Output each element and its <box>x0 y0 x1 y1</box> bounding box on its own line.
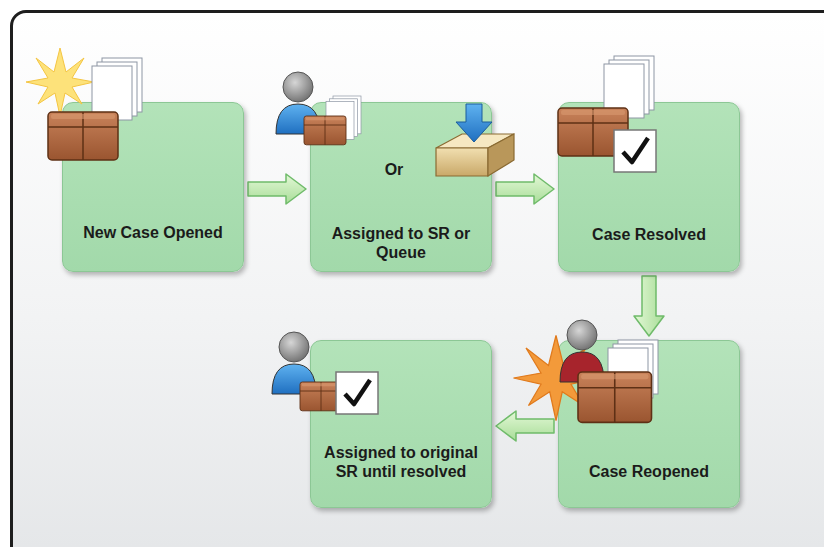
document-stack-icon <box>92 58 142 120</box>
flow-arrow <box>248 174 306 204</box>
box-label: Case Resolved <box>559 225 739 244</box>
package-icon <box>304 116 346 145</box>
checkmark-icon <box>336 372 378 414</box>
box-label: Case Reopened <box>559 462 739 481</box>
package-icon <box>578 372 652 422</box>
flow-arrow <box>496 411 554 441</box>
box-label: Assigned to SR or Queue <box>311 224 491 262</box>
box-label: Assigned to original SR until resolved <box>311 443 491 481</box>
flow-arrow <box>634 276 664 336</box>
starburst-icon <box>26 48 94 116</box>
process-box: Assigned to original SR until resolved <box>310 340 492 508</box>
choice-label: Or <box>311 160 477 179</box>
flow-arrow <box>496 174 554 204</box>
package-icon <box>48 112 118 160</box>
checkmark-icon <box>614 130 656 172</box>
box-label: New Case Opened <box>63 223 243 242</box>
inbox-tray-icon <box>436 104 514 176</box>
